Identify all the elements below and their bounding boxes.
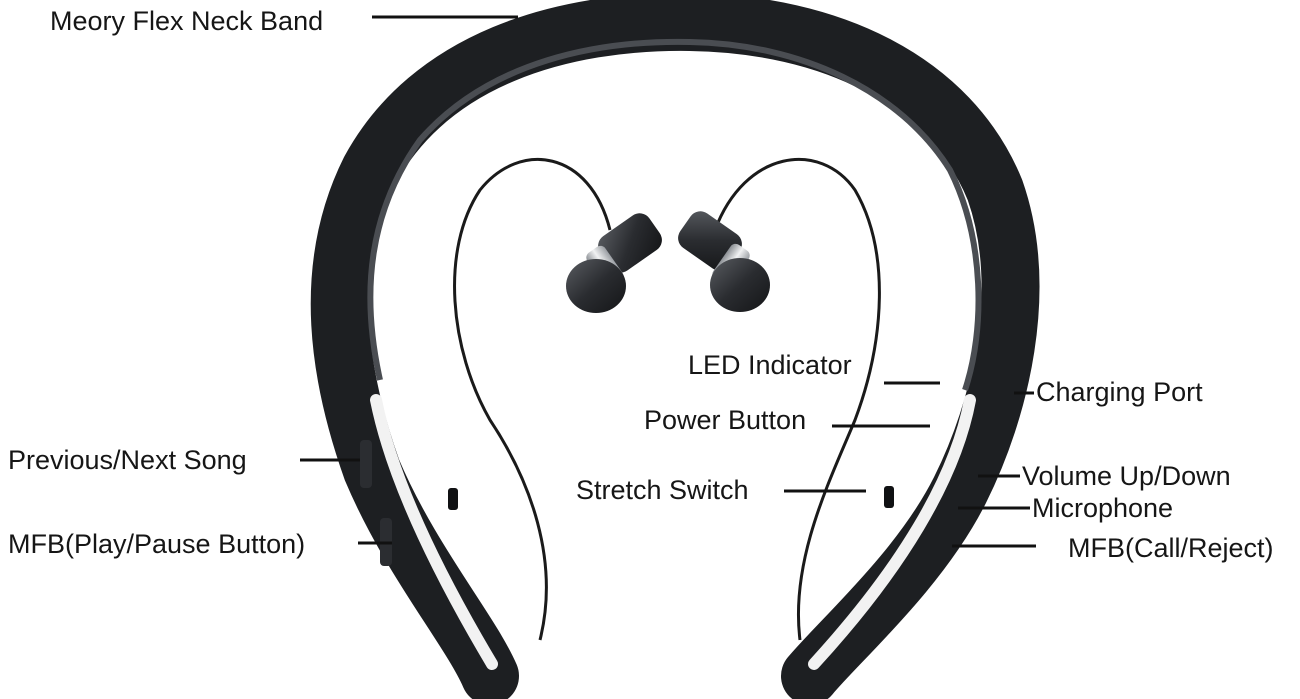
neck-band-highlight (367, 38, 982, 391)
right-stretch-switch (884, 486, 894, 508)
label-microphone: Microphone (1032, 493, 1174, 523)
label-mfb-call: MFB(Call/Reject) (1068, 533, 1274, 563)
label-charging: Charging Port (1036, 377, 1203, 407)
right-stripe (808, 394, 976, 670)
label-mfb-play: MFB(Play/Pause Button) (8, 529, 306, 559)
left-stretch-switch (448, 488, 458, 510)
left-button-upper (360, 440, 372, 488)
label-neck-band: Meory Flex Neck Band (50, 6, 324, 36)
label-prev-next: Previous/Next Song (8, 445, 247, 475)
right-earbud (678, 211, 770, 312)
label-led: LED Indicator (688, 350, 852, 380)
label-volume: Volume Up/Down (1022, 461, 1231, 491)
left-stripe (370, 394, 498, 670)
left-cable (453, 157, 612, 641)
right-cable (713, 157, 881, 641)
label-stretch: Stretch Switch (576, 475, 749, 505)
label-power: Power Button (644, 405, 807, 435)
left-earbud (566, 213, 662, 313)
